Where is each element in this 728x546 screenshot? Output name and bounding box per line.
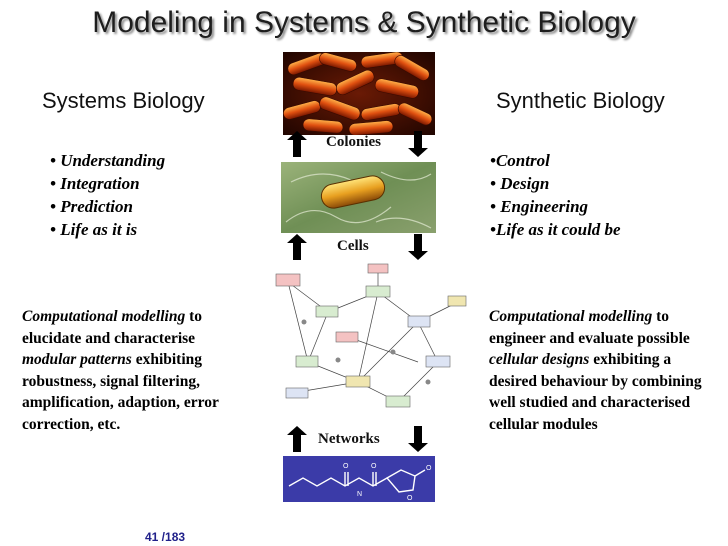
bullet-item: • Prediction <box>50 197 133 216</box>
atom-label: O <box>343 463 349 470</box>
body-text: exhibiting a desired behaviour by combin… <box>489 351 702 433</box>
bullet-item: • Understanding <box>50 151 166 170</box>
networks-label: Networks <box>318 431 380 447</box>
arrow-down-icon <box>408 426 428 452</box>
colonies-image <box>283 52 435 135</box>
page-number: 41 /183 <box>145 530 186 544</box>
arrow-down-icon <box>408 234 428 260</box>
atom-label: O <box>371 463 377 470</box>
emphasis-text: cellular designs <box>489 351 590 368</box>
arrow-down-icon <box>408 131 428 157</box>
synthetic-biology-bullets: •Control • Design • Engineering •Life as… <box>490 149 621 241</box>
cell-image <box>281 162 436 233</box>
network-diagram <box>268 262 470 417</box>
synthetic-biology-heading: Synthetic Biology <box>496 88 665 113</box>
body-text: to engineer and evaluate possible <box>489 308 690 347</box>
molecule-image: O O N O O <box>283 456 435 502</box>
systems-biology-heading: Systems Biology <box>42 88 205 113</box>
colonies-label: Colonies <box>326 134 382 150</box>
body-text: to elucidate and characterise <box>22 308 203 347</box>
systems-biology-bullets: • Understanding • Integration • Predicti… <box>50 149 165 241</box>
synthetic-biology-description: Computational modelling to engineer and … <box>489 306 721 435</box>
slide-title: Modeling in Systems & Synthetic Biology <box>92 6 636 39</box>
atom-label: O <box>407 495 413 502</box>
arrow-up-icon <box>287 426 307 452</box>
cells-label: Cells <box>337 238 369 254</box>
arrow-up-icon <box>287 131 307 157</box>
bullet-item: • Design <box>490 174 550 193</box>
bullet-item: • Engineering <box>490 197 589 216</box>
emphasis-text: Computational modelling <box>22 308 186 325</box>
bullet-item: •Control <box>490 151 550 170</box>
body-text: exhibiting robustness, signal filtering,… <box>22 351 219 433</box>
bullet-item: •Life as it could be <box>490 220 621 239</box>
atom-label: N <box>357 491 362 498</box>
emphasis-text: modular patterns <box>22 351 132 368</box>
atom-label: O <box>426 465 432 472</box>
bullet-item: • Integration <box>50 174 140 193</box>
systems-biology-description: Computational modelling to elucidate and… <box>22 306 244 435</box>
arrow-up-icon <box>287 234 307 260</box>
emphasis-text: Computational modelling <box>489 308 653 325</box>
bullet-item: • Life as it is <box>50 220 138 239</box>
